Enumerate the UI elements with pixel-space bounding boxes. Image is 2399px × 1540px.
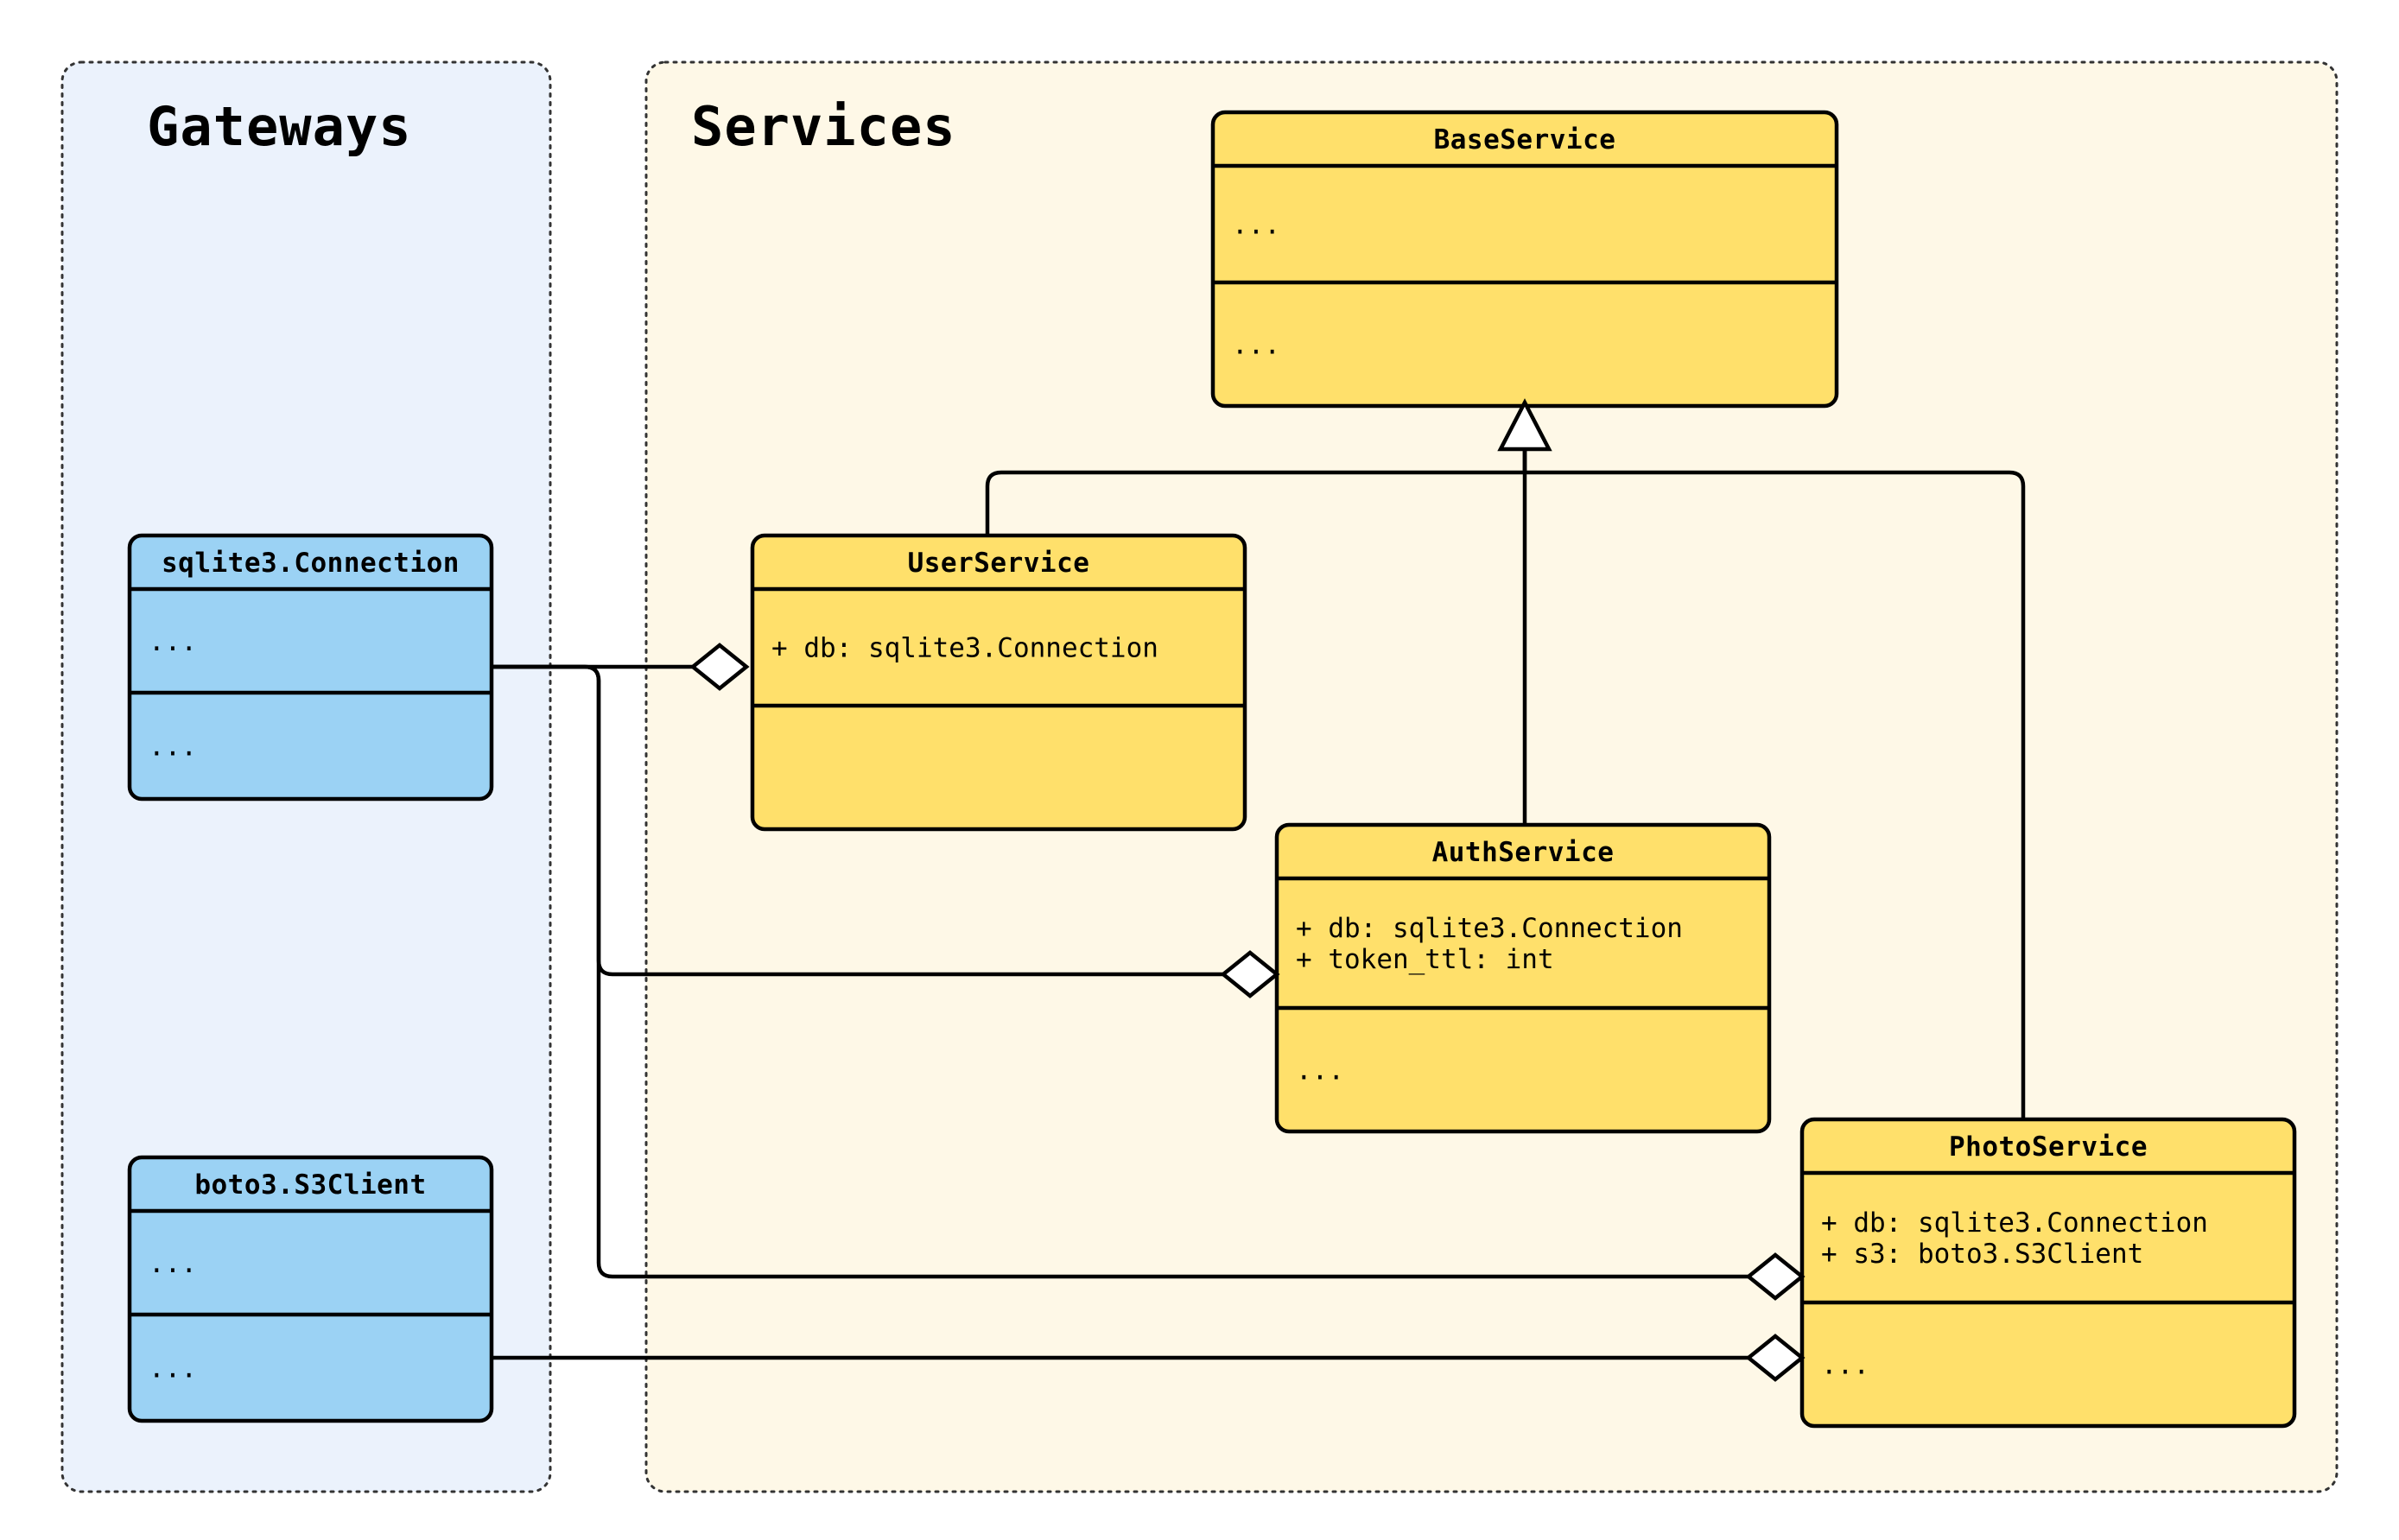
class-box-photo-service[interactable]: PhotoService + db: sqlite3.Connection+ s3… — [1799, 1117, 2297, 1429]
class-box-body-base-service — [1210, 110, 1839, 409]
class-attribute-boto3-s3client-0: ... — [149, 1248, 197, 1279]
class-method-sqlite3-connection-0: ... — [149, 732, 197, 763]
class-box-boto3-s3client[interactable]: boto3.S3Client...... — [127, 1155, 494, 1423]
class-title-photo-service: PhotoService — [1949, 1131, 2148, 1163]
edge-inheritance-photo-service-to-base-service[interactable] — [1522, 442, 2026, 1119]
class-box-sqlite3-connection[interactable]: sqlite3.Connection...... — [127, 533, 494, 802]
class-title-auth-service: AuthService — [1432, 837, 1615, 868]
class-attribute-photo-service-1: + s3: boto3.S3Client — [1821, 1239, 2143, 1270]
class-box-base-service[interactable]: BaseService...... — [1210, 110, 1839, 409]
class-method-photo-service-0: ... — [1821, 1350, 1869, 1381]
class-box-body-photo-service — [1799, 1117, 2297, 1429]
edge-inheritance-user-service-to-base-service[interactable] — [985, 442, 1527, 536]
aggregation-diamond-icon-diamond-photo-s3 — [1745, 1334, 1806, 1382]
class-attribute-user-service-0: + db: sqlite3.Connection — [771, 633, 1158, 664]
aggregation-diamond-icon-diamond-user-db — [689, 643, 750, 691]
class-box-body-auth-service — [1274, 822, 1772, 1134]
class-attribute-auth-service-1: + token_ttl: int — [1296, 944, 1554, 975]
class-attribute-auth-service-0: + db: sqlite3.Connection — [1296, 913, 1683, 944]
group-gateways-title: Gateways — [147, 95, 412, 158]
inheritance-triangle-icon — [1497, 398, 1552, 452]
class-method-boto3-s3client-0: ... — [149, 1353, 197, 1385]
aggregation-diamond-icon-diamond-auth-db — [1220, 950, 1280, 998]
class-box-body-user-service — [750, 533, 1247, 832]
class-layer: BaseService...... UserService + db: sqlite… — [127, 110, 2297, 1429]
group-services-title: Services — [691, 95, 956, 158]
class-title-base-service: BaseService — [1434, 124, 1616, 155]
class-box-body-boto3-s3client — [127, 1155, 494, 1423]
class-method-auth-service-0: ... — [1296, 1055, 1344, 1087]
class-title-user-service: UserService — [908, 548, 1090, 579]
edge-aggregation-sqlite3-connection-to-photo-service[interactable] — [492, 664, 1748, 1279]
class-box-user-service[interactable]: UserService + db: sqlite3.Connection — [750, 533, 1247, 832]
class-box-body-sqlite3-connection — [127, 533, 494, 802]
class-title-boto3-s3client: boto3.S3Client — [194, 1169, 426, 1201]
class-title-sqlite3-connection: sqlite3.Connection — [162, 548, 460, 579]
marker-layer — [689, 398, 1806, 1382]
class-method-base-service-0: ... — [1232, 330, 1280, 361]
class-attribute-photo-service-0: + db: sqlite3.Connection — [1821, 1207, 2208, 1239]
edge-layer — [492, 442, 2026, 1360]
class-box-auth-service[interactable]: AuthService + db: sqlite3.Connection+ tok… — [1274, 822, 1772, 1134]
aggregation-diamond-icon-diamond-photo-db — [1745, 1252, 1806, 1301]
class-attribute-base-service-0: ... — [1232, 210, 1280, 241]
class-attribute-sqlite3-connection-0: ... — [149, 626, 197, 657]
